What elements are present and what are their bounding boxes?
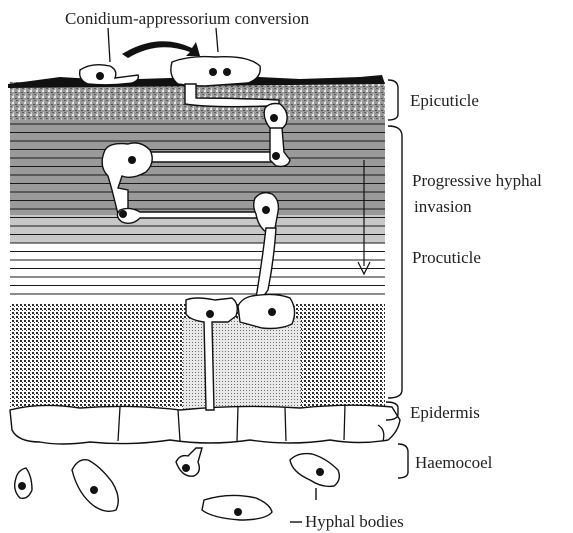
hyphal-body-3 [176, 448, 202, 476]
epidermis-cell-row [10, 405, 400, 444]
hyphal-body-5 [290, 454, 339, 487]
label-epicuticle: Epicuticle [410, 91, 479, 110]
diagram-title: Conidium-appressorium conversion [65, 9, 310, 28]
label-procuticle: Procuticle [412, 248, 481, 267]
hyphal-body-4 [202, 495, 272, 520]
label-epidermis: Epidermis [410, 403, 480, 422]
conidium [80, 65, 139, 85]
label-progressive-line2: invasion [414, 197, 472, 216]
title-leader-right [216, 28, 218, 52]
hyphal-cell-bottom-right [238, 294, 295, 328]
invaded-zone-stipple [183, 318, 301, 410]
title-leader-left [108, 28, 110, 62]
label-haemocoel: Haemocoel [415, 453, 493, 472]
label-progressive-line1: Progressive hyphal [412, 171, 542, 190]
hyphal-bodies [15, 448, 340, 520]
hyphal-body-2 [72, 460, 118, 512]
conversion-arrow-icon [122, 41, 200, 58]
label-hyphal-bodies: Hyphal bodies [305, 512, 404, 531]
